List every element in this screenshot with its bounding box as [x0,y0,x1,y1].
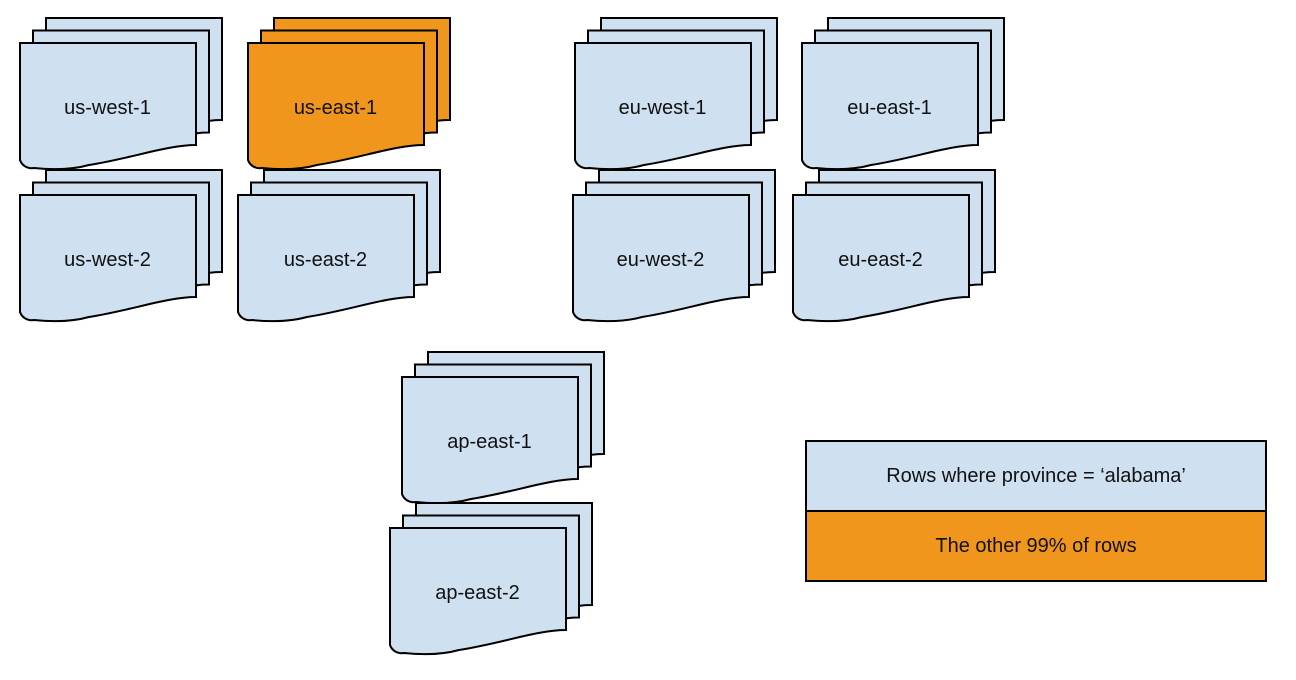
legend-item-alabama-rows: Rows where province = ‘alabama’ [807,442,1265,510]
document-stack-icon [401,351,605,505]
region-label: eu-west-1 [618,97,707,119]
region-stack-us-west-1: us-west-1 [19,17,224,172]
document-stack-icon [792,169,996,323]
region-label: us-west-2 [64,249,151,271]
region-label: us-west-1 [64,97,151,119]
document-stack-icon [574,17,778,171]
region-stack-eu-west-1: eu-west-1 [574,17,779,172]
region-stack-ap-east-1: ap-east-1 [401,351,606,506]
region-stack-eu-west-2: eu-west-2 [572,169,777,324]
region-label: ap-east-1 [447,431,532,453]
region-stack-us-west-2: us-west-2 [19,169,224,324]
region-label: us-east-1 [293,97,378,119]
region-stack-us-east-2: us-east-2 [237,169,442,324]
legend-item-other-rows: The other 99% of rows [807,510,1265,580]
document-stack-icon [247,17,451,171]
region-label: ap-east-2 [435,582,520,604]
region-label: eu-west-2 [616,249,705,271]
region-label: us-east-2 [283,249,368,271]
legend: Rows where province = ‘alabama’ The othe… [805,440,1267,582]
legend-item-label: The other 99% of rows [935,534,1137,557]
document-stack-icon [801,17,1005,171]
document-stack-icon [19,17,223,171]
document-stack-icon [237,169,441,323]
region-label: eu-east-1 [847,97,932,119]
legend-item-label: Rows where province = ‘alabama’ [886,464,1186,487]
region-stack-eu-east-1: eu-east-1 [801,17,1006,172]
region-stack-us-east-1: us-east-1 [247,17,452,172]
region-label: eu-east-2 [838,249,923,271]
document-stack-icon [572,169,776,323]
region-stack-eu-east-2: eu-east-2 [792,169,997,324]
document-stack-icon [19,169,223,323]
region-stack-ap-east-2: ap-east-2 [389,502,594,657]
document-stack-icon [389,502,593,656]
